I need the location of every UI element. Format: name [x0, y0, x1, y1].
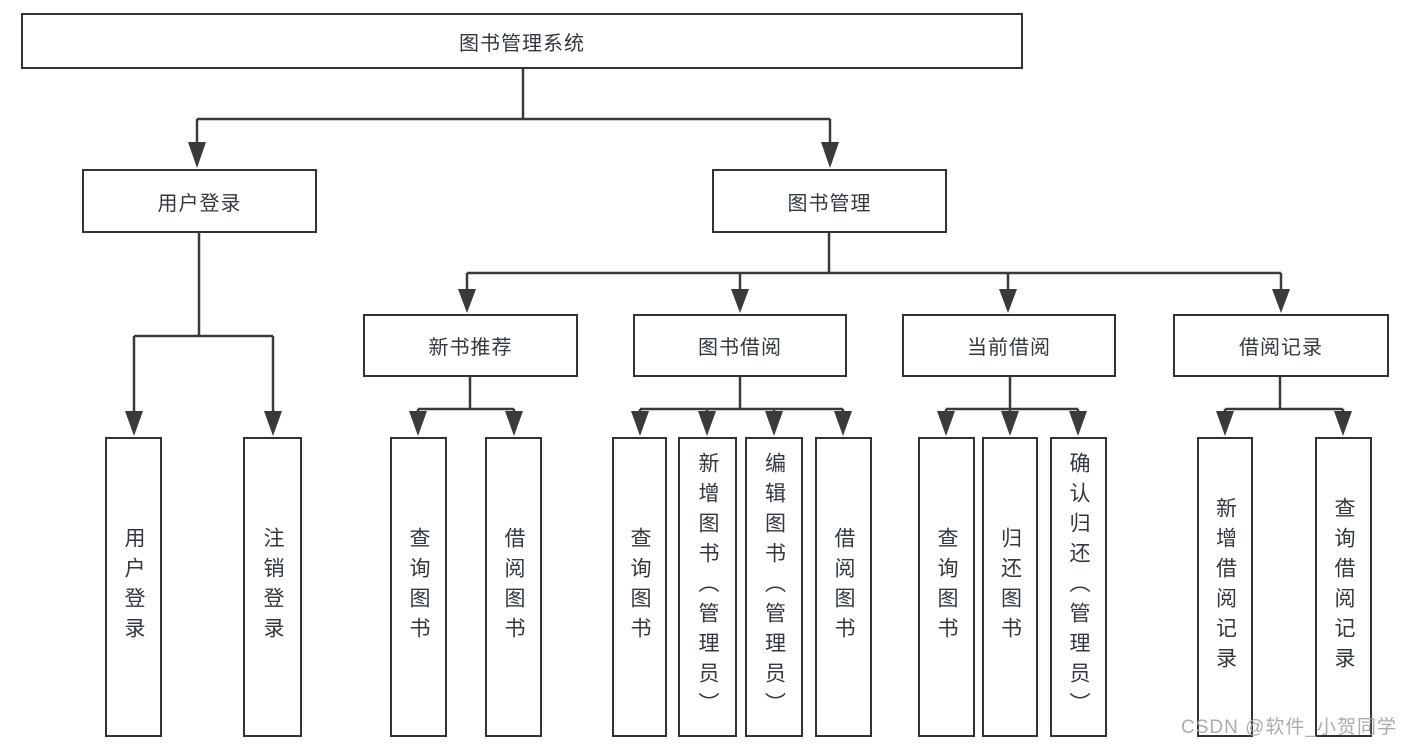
leaf-query-borrow-record-label: 查询借阅记录: [1332, 497, 1355, 677]
leaf-query-books-recommend: 查询图书: [390, 437, 447, 737]
node-book-borrowing-label: 图书借阅: [698, 337, 782, 359]
leaf-query-books-borrowing: 查询图书: [612, 437, 667, 737]
leaf-confirm-return-admin-label: 确认归还（管理员）: [1067, 452, 1090, 722]
arrowheads: [125, 142, 1352, 436]
leaf-borrow-books: 借阅图书: [815, 437, 872, 737]
leaf-query-books-borrowing-label: 查询图书: [628, 527, 651, 647]
leaf-query-borrow-record: 查询借阅记录: [1315, 437, 1372, 737]
leaf-borrow-books-label: 借阅图书: [832, 527, 855, 647]
node-root: 图书管理系统: [21, 13, 1023, 69]
node-user-login-label: 用户登录: [157, 192, 242, 215]
leaf-confirm-return-admin: 确认归还（管理员）: [1050, 437, 1107, 737]
node-book-borrowing: 图书借阅: [633, 314, 847, 377]
leaf-edit-books-admin: 编辑图书（管理员）: [745, 437, 803, 737]
leaf-add-borrow-record: 新增借阅记录: [1197, 437, 1253, 737]
leaf-return-books-label: 归还图书: [998, 527, 1022, 647]
leaf-borrow-books-recommend-label: 借阅图书: [502, 527, 525, 647]
leaf-edit-books-admin-label: 编辑图书（管理员）: [762, 452, 786, 722]
leaf-user-login-label: 用户登录: [122, 527, 145, 647]
leaf-logout-label: 注销登录: [261, 527, 284, 647]
leaf-return-books: 归还图书: [982, 437, 1038, 737]
node-book-management: 图书管理: [712, 169, 947, 233]
node-new-book-recommend: 新书推荐: [363, 314, 578, 377]
leaf-query-books-current-label: 查询图书: [935, 527, 958, 647]
leaf-borrow-books-recommend: 借阅图书: [485, 437, 542, 737]
node-root-label: 图书管理系统: [459, 32, 585, 55]
leaf-query-books-recommend-label: 查询图书: [407, 527, 430, 647]
node-user-login: 用户登录: [82, 169, 317, 233]
node-new-book-recommend-label: 新书推荐: [428, 337, 513, 359]
leaf-add-borrow-record-label: 新增借阅记录: [1213, 497, 1237, 677]
node-borrowing-records-label: 借阅记录: [1239, 337, 1323, 359]
connector-lines: [132, 69, 1345, 412]
leaf-user-login: 用户登录: [105, 437, 162, 737]
node-current-borrowing-label: 当前借阅: [967, 337, 1051, 359]
watermark: CSDN @软件_小贺同学: [1181, 717, 1397, 738]
node-book-management-label: 图书管理: [787, 192, 872, 215]
leaf-add-books-admin-label: 新增图书（管理员）: [696, 452, 719, 722]
leaf-query-books-current: 查询图书: [918, 437, 975, 737]
node-borrowing-records: 借阅记录: [1173, 314, 1389, 377]
leaf-logout: 注销登录: [243, 437, 302, 737]
leaf-add-books-admin: 新增图书（管理员）: [678, 437, 737, 737]
node-current-borrowing: 当前借阅: [902, 314, 1116, 377]
